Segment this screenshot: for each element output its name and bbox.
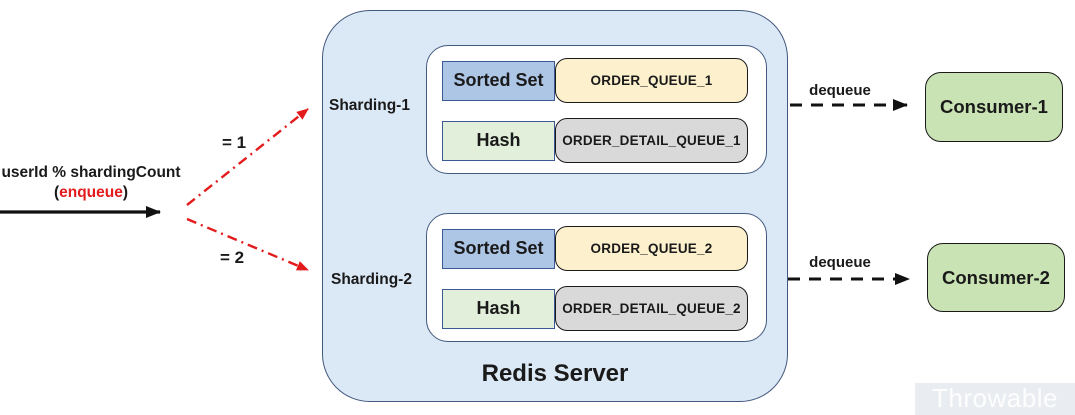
order-queue-2-pill: ORDER_QUEUE_2 [555,226,748,271]
consumer-1-box: Consumer-1 [925,72,1063,142]
redis-server-title: Redis Server [481,360,629,387]
enqueue-text: (enqueue) [53,184,129,201]
branch-arrow-shard2 [186,217,309,272]
dequeue-label-2: dequeue [809,254,871,271]
shard-1-label: Sharding-1 [329,97,410,114]
hash-box: Hash [442,288,555,329]
enqueue-formula-label: userId % shardingCount (enqueue) [0,163,182,203]
sorted-set-box: Sorted Set [442,228,555,269]
dequeue-label-1: dequeue [809,82,871,99]
redis-server-box: Sharding-1 Sharding-2 Sorted Set ORDER_Q… [322,10,788,402]
consumer-2-box: Consumer-2 [927,243,1065,312]
order-detail-queue-2-pill: ORDER_DETAIL_QUEUE_2 [555,286,748,331]
branch-label-2: = 2 [220,248,245,267]
order-detail-queue-1-pill: ORDER_DETAIL_QUEUE_1 [555,118,748,163]
throwable-watermark: Throwable [915,383,1075,415]
shard-1-row-sorted-set: Sorted Set ORDER_QUEUE_1 [442,57,766,104]
formula-text: userId % shardingCount [1,164,181,181]
shard-2-group: Sorted Set ORDER_QUEUE_2 Hash ORDER_DETA… [426,213,767,342]
order-queue-1-pill: ORDER_QUEUE_1 [555,58,748,103]
hash-box: Hash [442,120,555,161]
shard-2-row-hash: Hash ORDER_DETAIL_QUEUE_2 [442,285,766,332]
branch-arrow-shard1 [186,108,309,206]
enqueue-word: enqueue [59,184,123,201]
shard-1-row-hash: Hash ORDER_DETAIL_QUEUE_1 [442,117,766,164]
branch-label-1: = 1 [222,133,247,152]
shard-1-group: Sorted Set ORDER_QUEUE_1 Hash ORDER_DETA… [426,45,767,174]
sorted-set-box: Sorted Set [442,60,555,101]
shard-2-row-sorted-set: Sorted Set ORDER_QUEUE_2 [442,225,766,272]
shard-2-label: Sharding-2 [331,271,412,288]
